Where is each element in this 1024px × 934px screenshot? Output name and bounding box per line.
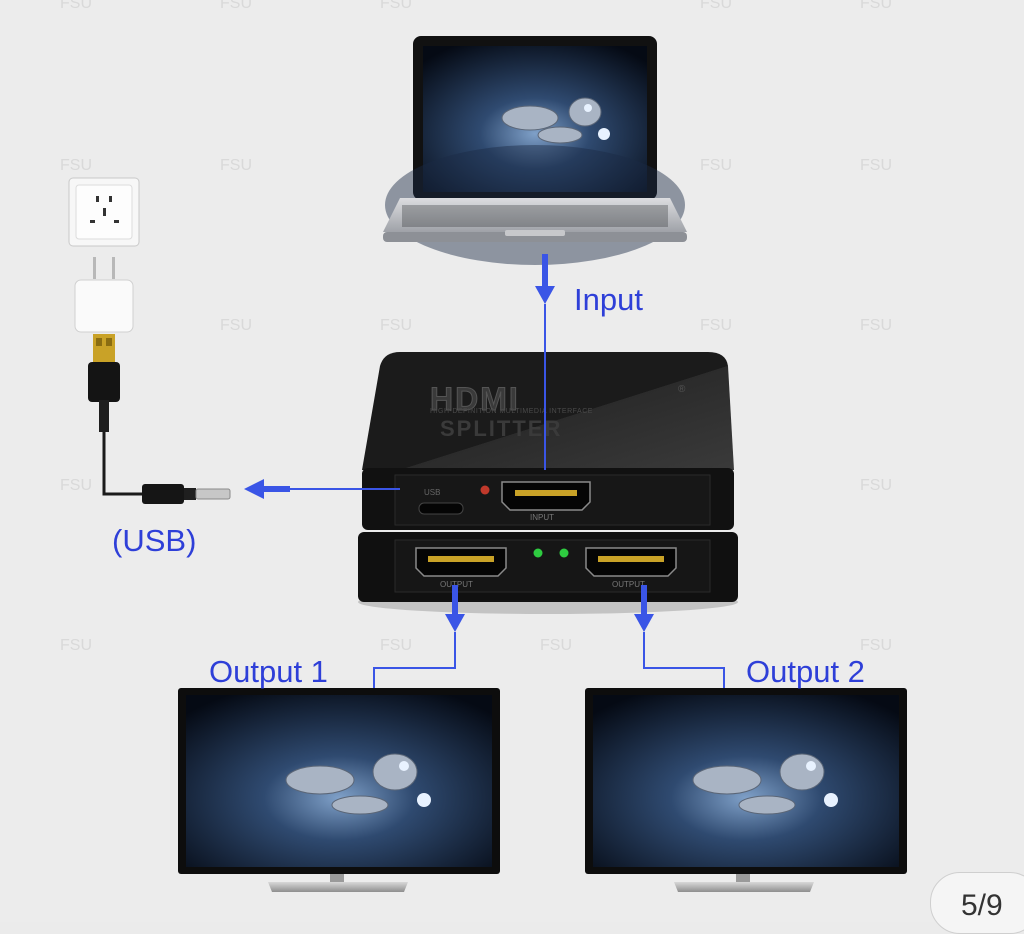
image-pager[interactable]: 5/9 <box>930 872 1024 934</box>
model-name: SPLITTER <box>440 416 562 441</box>
output-1-label: Output 1 <box>209 654 328 689</box>
watermark: FSU <box>860 637 892 654</box>
power-adapter <box>68 177 231 504</box>
watermark: FSU <box>860 477 892 494</box>
status-led-1 <box>533 548 543 558</box>
watermark: FSU <box>60 637 92 654</box>
output-port-label-1: OUTPUT <box>440 580 473 589</box>
monitor-2 <box>585 688 907 892</box>
watermark: FSU <box>700 317 732 334</box>
watermark: FSU <box>860 317 892 334</box>
brand-tagline: HIGH-DEFINITION MULTIMEDIA INTERFACE <box>430 408 593 415</box>
usb-label: (USB) <box>112 523 197 558</box>
output-2-label: Output 2 <box>746 654 865 689</box>
power-led <box>480 485 490 495</box>
spaceship-image <box>501 97 610 144</box>
usb-port-label: USB <box>424 488 440 497</box>
watermark: FSU <box>860 0 892 12</box>
watermark: FSU <box>60 477 92 494</box>
watermark: FSU <box>700 0 732 12</box>
status-led-2 <box>559 548 569 558</box>
watermark: FSU <box>220 0 252 12</box>
watermark: FSU <box>60 0 92 12</box>
hdmi-splitter: HDMI ® HIGH-DEFINITION MULTIMEDIA INTERF… <box>358 352 738 614</box>
watermark: FSU <box>380 0 412 12</box>
watermark: FSU <box>380 637 412 654</box>
watermark: FSU <box>700 157 732 174</box>
trademark-mark: ® <box>678 384 686 395</box>
input-label: Input <box>574 282 643 317</box>
watermark-layer: FSU FSU FSU FSU FSU FSU FSU FSU FSU FSU … <box>60 0 892 654</box>
watermark: FSU <box>220 317 252 334</box>
input-port-label: INPUT <box>530 513 554 522</box>
brand-logo: HDMI <box>430 381 520 417</box>
watermark: FSU <box>540 637 572 654</box>
pager-text: 5/9 <box>961 889 1003 922</box>
watermark: FSU <box>220 157 252 174</box>
monitor-1 <box>178 688 500 892</box>
watermark: FSU <box>60 157 92 174</box>
watermark: FSU <box>860 157 892 174</box>
watermark: FSU <box>380 317 412 334</box>
output-port-label-2: OUTPUT <box>612 580 645 589</box>
micro-usb-port <box>418 502 464 515</box>
laptop <box>383 36 687 265</box>
connection-arrows <box>244 254 725 690</box>
